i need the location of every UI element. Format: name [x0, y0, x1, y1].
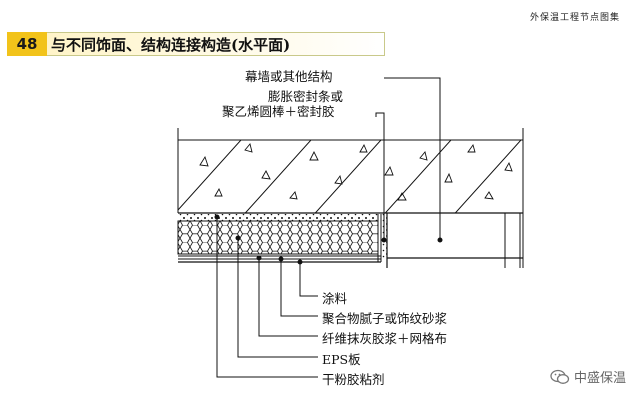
section-title: 与不同饰面、结构连接构造(水平面) — [51, 35, 291, 54]
adhesive-layer — [178, 214, 378, 221]
section-number: 48 — [7, 32, 47, 56]
label-mesh: 纤维抹灰胶浆＋网格布 — [322, 331, 448, 346]
label-coating: 涂料 — [322, 291, 348, 306]
label-adhesive: 干粉胶粘剂 — [322, 372, 385, 387]
label-putty: 聚合物腻子或饰纹砂浆 — [322, 311, 448, 326]
eps-board — [177, 220, 379, 255]
label-curtain-wall: 幕墙或其他结构 — [245, 69, 333, 84]
label-eps: EPS板 — [322, 352, 361, 367]
curtain-wall-structure — [386, 213, 524, 268]
label-sealing-strip-line1: 膨胀密封条或 — [268, 89, 344, 104]
leader-lines — [214, 77, 443, 378]
watermark: 中盛保温 — [550, 367, 626, 386]
concrete-slab — [177, 128, 524, 214]
watermark-text: 中盛保温 — [573, 371, 626, 386]
wechat-icon — [550, 369, 570, 384]
drawing-set-title: 外保温工程节点图集 — [529, 13, 620, 23]
label-sealing-strip-line2: 聚乙烯圆棒＋密封胶 — [222, 104, 335, 119]
section-title-bar: 48 与不同饰面、结构连接构造(水平面) — [7, 32, 385, 56]
